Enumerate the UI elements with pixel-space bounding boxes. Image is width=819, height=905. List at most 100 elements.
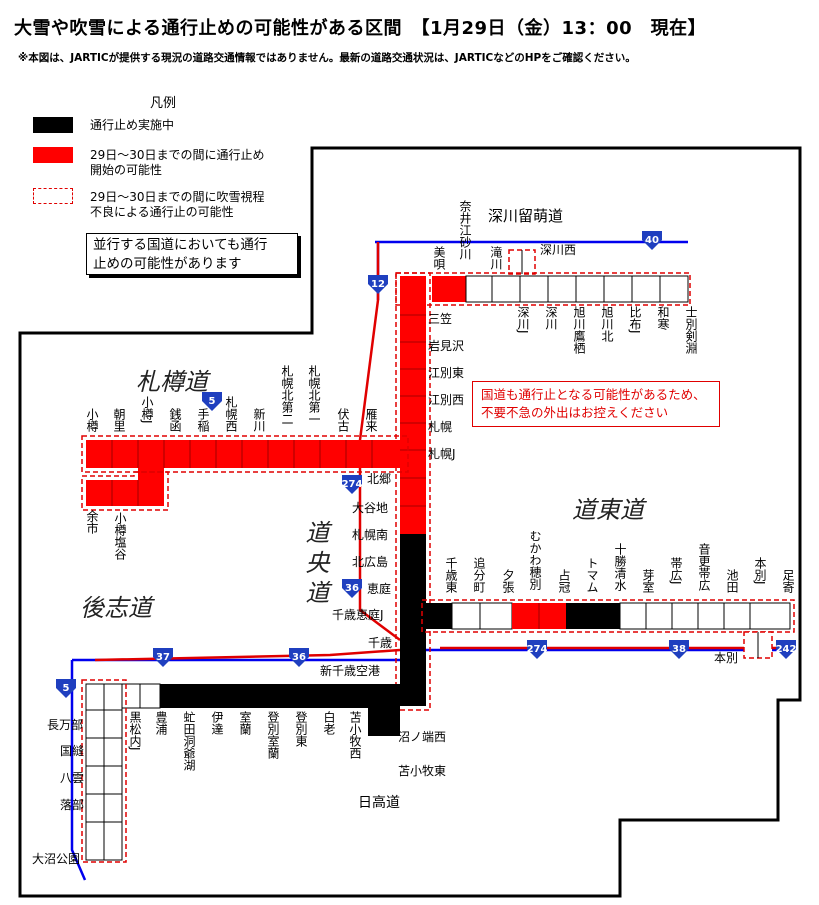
ic-label: 銭函 [168, 408, 182, 432]
route-shield-icon: 274 [524, 638, 550, 660]
parallel-road-note: 並行する国道においても通行 止めの可能性があります [86, 233, 298, 275]
ic-label: 朝里 [112, 408, 126, 432]
ic-label: 札幌 [428, 420, 453, 434]
legend-label-visibility: 29日～30日までの間に吹雪視程 不良による通行止の可能性 [90, 190, 265, 219]
region-doto: 道東道 [572, 496, 644, 524]
map-boundary [18, 146, 802, 898]
ic-label: 小樽 [85, 408, 99, 432]
ic-label: 北郷 [367, 472, 392, 486]
route-shield-icon: 12 [365, 273, 391, 295]
ic-label: 国縫 [60, 744, 85, 758]
legend-swatch-closed [33, 117, 73, 133]
ic-label: 大沼公園 [32, 852, 81, 866]
ic-label: 苫小牧東 [398, 764, 447, 778]
ic-label: 登別東 [294, 711, 308, 747]
region-doou: 道央道 [301, 520, 329, 610]
ic-label: 登別室蘭 [266, 711, 280, 759]
ic-label: 深川 [544, 306, 558, 330]
ic-label: 新川 [252, 408, 266, 432]
route-shield-icon: 36 [339, 577, 365, 599]
ic-label: 千歳恵庭J [332, 608, 384, 622]
ic-label: 占冠 [557, 569, 571, 593]
ic-label: 恵庭 [367, 582, 392, 596]
ic-label: 深川J [516, 306, 530, 334]
ic-label: 追分町 [472, 557, 486, 593]
ic-label: 千歳東 [444, 557, 458, 593]
ic-label: 八雲 [60, 771, 85, 785]
ic-label: 江別西 [428, 393, 465, 407]
route-shield-icon: 242 [773, 638, 799, 660]
ic-label: トマム [585, 557, 599, 593]
ic-label: 足寄 [781, 569, 795, 593]
ic-label: 和寒 [656, 306, 670, 330]
page-title: 大雪や吹雪による通行止めの可能性がある区間 【1月29日（金）13：00 現在】 [14, 18, 707, 39]
ic-label: 千歳 [368, 636, 393, 650]
ic-label: 札幌北第二 [280, 365, 294, 425]
route-shield-icon: 274 [339, 473, 365, 495]
warning-box: 国道も通行止となる可能性があるため、 不要不急の外出はお控えください [472, 381, 720, 427]
legend-label-closed: 通行止め実施中 [90, 118, 175, 132]
ic-label: 比布J [628, 306, 642, 334]
ic-label: 札幌J [428, 447, 456, 461]
segments-doou-vertical [395, 272, 431, 711]
legend-swatch-possible [33, 147, 73, 163]
ic-label: 豊浦 [154, 711, 168, 735]
ic-label: 小樽塩谷 [113, 512, 127, 560]
ic-label: 余市 [85, 510, 99, 534]
legend-label-possible: 29日～30日までの間に通行止め 開始の可能性 [90, 148, 265, 177]
ic-label: 大谷地 [352, 501, 389, 515]
ic-label: 本別J [753, 557, 767, 585]
ic-label: 岩見沢 [428, 339, 465, 353]
ic-label: 札幌西 [224, 396, 238, 432]
region-sassho: 札樽道 [136, 368, 208, 396]
ic-label: 芽室 [641, 569, 655, 593]
disclaimer-note: ※本図は、JARTICが提供する現況の道路交通情報ではありません。最新の道路交通… [18, 52, 636, 64]
ic-label: 伊達 [210, 711, 224, 735]
route-shield-icon: 38 [666, 638, 692, 660]
route-shield-icon: 40 [639, 229, 665, 251]
ic-label: 落部 [60, 798, 85, 812]
ic-label: 新千歳空港 [320, 664, 381, 678]
ic-label: 雁来 [364, 408, 378, 432]
ic-label: 札幌北第一 [307, 365, 321, 425]
segments-fukagawa [395, 249, 691, 306]
segments-doou-south [81, 679, 400, 863]
ic-label: 奈井江砂川 [458, 200, 472, 260]
ic-label: 苫小牧西 [348, 711, 362, 759]
segments-sassho [81, 435, 409, 511]
route-shield-icon: 5 [199, 390, 225, 412]
legend-title: 凡例 [150, 96, 177, 111]
ic-label: 北広島 [352, 555, 389, 569]
ic-label: 池田 [725, 569, 739, 593]
ic-label: 十勝清水 [613, 543, 627, 591]
ic-label: 美唄 [432, 246, 446, 270]
segments-doto [421, 599, 795, 659]
ic-label: むかわ穂別 [528, 530, 542, 590]
ic-label: 白老 [322, 711, 336, 735]
ic-label: 札幌南 [352, 528, 389, 542]
ic-label: 三笠 [428, 312, 453, 326]
ic-label: 手稲 [196, 408, 210, 432]
route-shield-icon: 37 [150, 646, 176, 668]
ic-label: 虻田洞爺湖 [182, 711, 196, 771]
ic-label: 旭川北 [600, 306, 614, 342]
ic-label: 沼ノ端西 [398, 730, 447, 744]
ic-label: 江別東 [428, 366, 465, 380]
ic-label: 音更帯広 [697, 543, 711, 591]
ic-label: 黒松内J [128, 711, 142, 751]
route-shield-icon: 5 [53, 677, 79, 699]
route-shield-icon: 36 [286, 646, 312, 668]
region-goshi: 後志道 [80, 594, 152, 622]
ic-label: 室蘭 [238, 711, 252, 735]
ic-label: 帯広J [669, 557, 683, 585]
ic-label: 夕張 [501, 569, 515, 593]
ic-label: 長万部 [47, 718, 84, 732]
legend-swatch-visibility [33, 188, 73, 204]
ic-label: 深川西 [540, 243, 577, 257]
ic-label: 旭川鷹栖 [572, 306, 586, 354]
ic-label: 滝川 [489, 246, 503, 270]
region-fukagawa: 深川留萌道 [488, 207, 564, 225]
region-hidaka: 日高道 [358, 795, 400, 811]
ic-label: 本別 [714, 651, 739, 665]
